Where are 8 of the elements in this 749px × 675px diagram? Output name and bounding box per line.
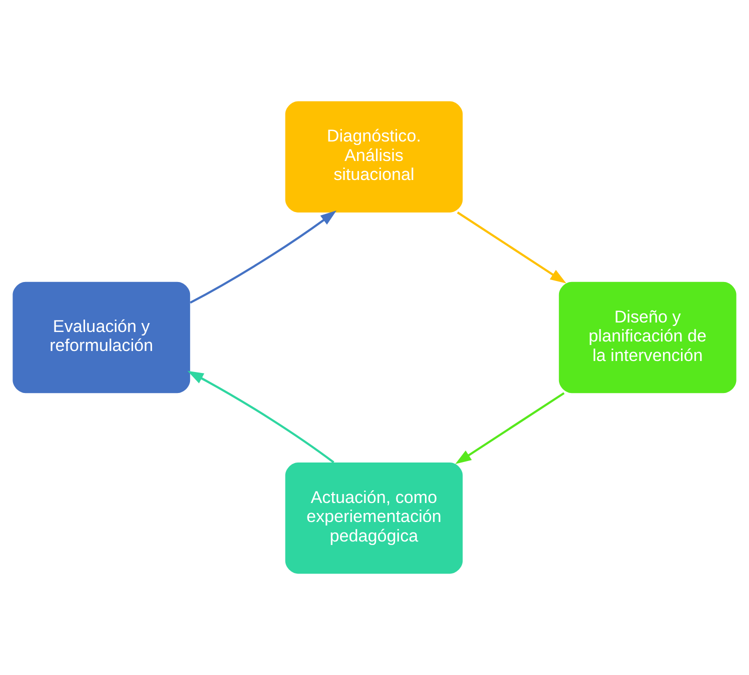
arrow (190, 210, 337, 304)
arrow (187, 370, 334, 464)
arrow (456, 212, 566, 284)
node-box: Diseño y planificación de la intervención (558, 282, 736, 394)
node-box: Actuación, como experiementación pedagógica (285, 462, 463, 574)
node-box: Evaluación y reformulación (12, 282, 190, 394)
arrow (455, 392, 565, 464)
node-box: Diagnóstico. Análisis situacional (285, 101, 463, 212)
